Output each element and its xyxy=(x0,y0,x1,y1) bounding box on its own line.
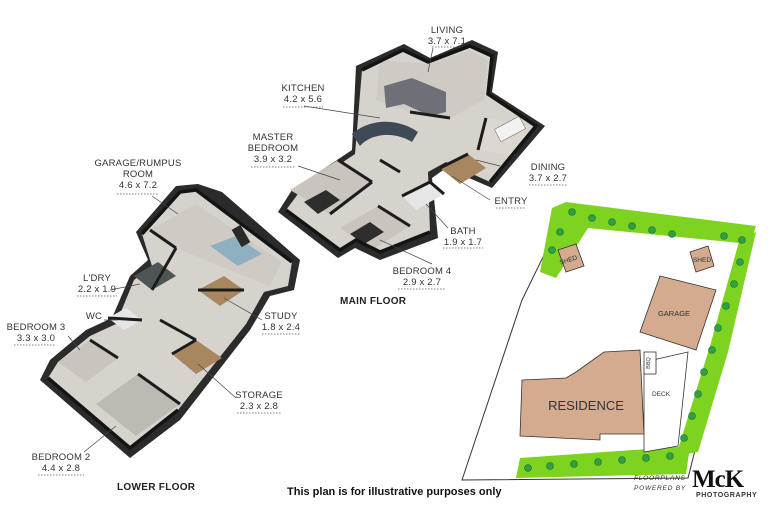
lower-floor-plan xyxy=(14,184,300,476)
sofa xyxy=(384,78,446,116)
bedroom3-dims: 3.3 x 3.0 xyxy=(16,333,56,344)
bedroom4-dims: 2.9 x 2.7 xyxy=(402,277,442,288)
label-laundry: L'DRY 2.2 x 1.9 xyxy=(78,273,116,295)
lawn-right xyxy=(676,232,756,456)
label-bath: BATH 1.9 x 1.7 xyxy=(444,226,482,248)
label-storage: STORAGE 2.3 x 2.8 xyxy=(235,390,283,412)
bath-floor xyxy=(402,182,444,210)
study-name: STUDY xyxy=(264,311,298,322)
kitchen-name: KITCHEN xyxy=(281,83,325,94)
bath-dims: 1.9 x 1.7 xyxy=(443,237,483,248)
shed-left-shape xyxy=(557,243,585,273)
label-kitchen: KITCHEN 4.2 x 5.6 xyxy=(281,83,324,105)
garage-rumpus-name-2: ROOM xyxy=(122,169,154,180)
brand-powered-by: POWERED BY xyxy=(634,485,687,492)
shed-left-label: SHED xyxy=(559,254,579,266)
bedroom2-name: BEDROOM 2 xyxy=(31,452,91,463)
garage-shape xyxy=(639,275,717,351)
shed-right-shape xyxy=(689,245,715,273)
kitchen-dims: 4.2 x 5.6 xyxy=(283,94,323,105)
brand-floorplans: FLOORPLANS xyxy=(634,475,686,482)
label-dining: DINING 3.7 x 2.7 xyxy=(529,162,567,184)
label-living: LIVING 3.7 x 7.1 xyxy=(428,25,466,47)
laundry-name: L'DRY xyxy=(83,273,111,284)
residence-label: RESIDENCE xyxy=(548,398,624,413)
dining-dims: 3.7 x 2.7 xyxy=(528,173,568,184)
rug xyxy=(210,236,262,266)
dining-name: DINING xyxy=(530,162,566,173)
residence-shape xyxy=(519,349,645,441)
label-bedroom4: BEDROOM 4 2.9 x 2.7 xyxy=(393,266,452,288)
label-study: STUDY 1.8 x 2.4 xyxy=(262,311,300,333)
label-bedroom3: BEDROOM 3 3.3 x 3.0 xyxy=(7,322,66,344)
bbq-label: BBQ xyxy=(646,356,652,368)
label-bedroom2: BEDROOM 2 4.4 x 2.8 xyxy=(32,452,91,474)
deck-label: DECK xyxy=(652,391,671,398)
kitchen-counter xyxy=(352,121,418,146)
garage-rumpus-name-1: GARAGE/RUMPUS xyxy=(94,158,182,169)
label-master-bedroom: MASTER BEDROOM 3.9 x 3.2 xyxy=(248,132,299,165)
laundry-dims: 2.2 x 1.9 xyxy=(77,284,117,295)
main-floor-plan xyxy=(251,40,567,290)
bbq-shape xyxy=(643,351,657,375)
master-bedroom-dims: 3.9 x 3.2 xyxy=(253,154,293,165)
master-bedroom-name-1: MASTER xyxy=(252,132,294,143)
bedroom3-name: BEDROOM 3 xyxy=(6,322,66,333)
label-wc: WC xyxy=(86,311,102,322)
bedroom3-floor xyxy=(58,340,118,382)
site-plan xyxy=(461,202,756,481)
living-dims: 3.7 x 7.1 xyxy=(427,36,467,47)
garage-label: GARAGE xyxy=(658,309,690,318)
study-dims: 1.8 x 2.4 xyxy=(261,322,301,333)
entry-floor xyxy=(440,154,486,184)
entry-name: ENTRY xyxy=(494,196,528,207)
main-floor-title: MAIN FLOOR xyxy=(340,296,407,307)
brand-photography: PHOTOGRAPHY xyxy=(696,492,758,499)
lower-floor-title: LOWER FLOOR xyxy=(117,482,196,493)
label-garage-rumpus: GARAGE/RUMPUS ROOM 4.6 x 7.2 xyxy=(94,158,181,191)
deck-shape xyxy=(643,351,689,453)
storage-dims: 2.3 x 2.8 xyxy=(239,401,279,412)
storage-name: STORAGE xyxy=(235,390,283,401)
master-bedroom-name-2: BEDROOM xyxy=(247,143,299,154)
disclaimer-text: This plan is for illustrative purposes o… xyxy=(287,486,502,498)
brand-logo-text: McK xyxy=(692,466,744,493)
garage-rumpus-dims: 4.6 x 7.2 xyxy=(118,180,158,191)
label-entry: ENTRY xyxy=(494,196,527,207)
shed-right-label: SHED xyxy=(693,257,711,264)
bedroom4-name: BEDROOM 4 xyxy=(392,266,452,277)
bedroom2-dims: 4.4 x 2.8 xyxy=(41,463,81,474)
living-name: LIVING xyxy=(430,25,464,36)
lawn-bottom xyxy=(516,446,690,478)
storage-floor xyxy=(172,340,222,374)
bath-name: BATH xyxy=(450,226,476,237)
wc-name: WC xyxy=(85,311,103,322)
